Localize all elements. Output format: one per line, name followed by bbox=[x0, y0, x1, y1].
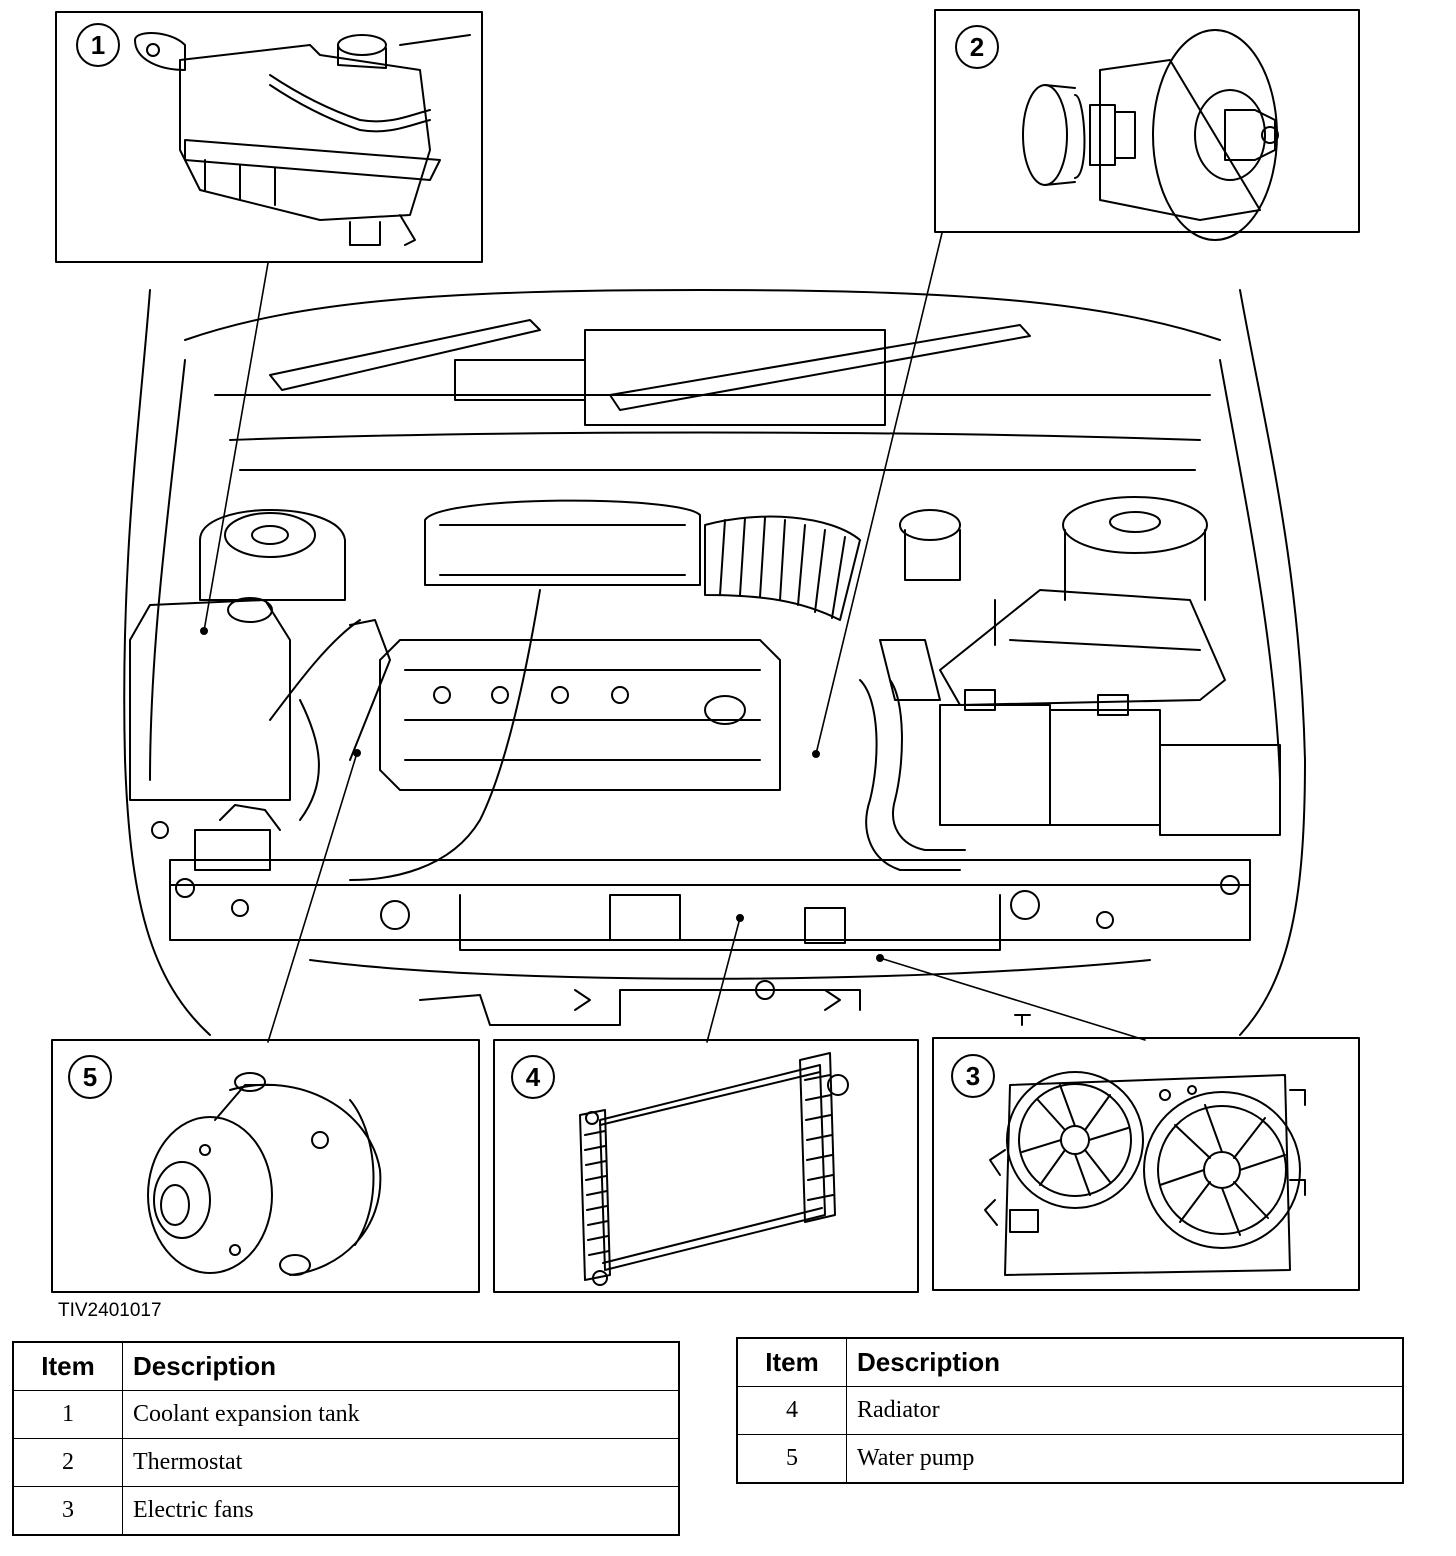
item-column-header: Item bbox=[12, 1341, 123, 1391]
table-row: 3 Electric fans bbox=[12, 1486, 680, 1536]
callout-badge-4 bbox=[511, 1055, 555, 1099]
figure-id: TIV2401017 bbox=[58, 1300, 162, 1321]
legend-table-left: Item Description 1 Coolant expansion tan… bbox=[12, 1341, 680, 1536]
item-number: 4 bbox=[736, 1386, 847, 1435]
callout-badge-2 bbox=[955, 25, 999, 69]
item-description: Water pump bbox=[846, 1434, 1404, 1484]
callout-number-3: 3 bbox=[966, 1061, 980, 1091]
callout-badge-1 bbox=[76, 23, 120, 67]
item-column-header: Item bbox=[736, 1337, 847, 1387]
legend-table-right: Item Description 4 Radiator 5 Water pump bbox=[736, 1337, 1404, 1484]
item-number: 1 bbox=[12, 1390, 123, 1439]
engine-bay-diagram: 1 2 bbox=[51, 9, 1360, 1293]
legend-header-row: Item Description bbox=[736, 1337, 1404, 1387]
description-column-header: Description bbox=[122, 1341, 680, 1391]
callout-number-4: 4 bbox=[526, 1062, 541, 1092]
item-number: 3 bbox=[12, 1486, 123, 1536]
callout-badge-5 bbox=[68, 1055, 112, 1099]
table-row: 2 Thermostat bbox=[12, 1438, 680, 1487]
callout-number-2: 2 bbox=[970, 32, 984, 62]
leader-lines bbox=[203, 232, 1146, 1043]
table-row: 1 Coolant expansion tank bbox=[12, 1390, 680, 1439]
table-row: 5 Water pump bbox=[736, 1434, 1404, 1484]
item-number: 5 bbox=[736, 1434, 847, 1484]
inset-panel-5: 5 bbox=[51, 1039, 480, 1293]
item-number: 2 bbox=[12, 1438, 123, 1487]
inset-panel-1: 1 bbox=[55, 11, 483, 263]
callout-badge-3 bbox=[951, 1054, 995, 1098]
inset-panel-3: 3 bbox=[932, 1037, 1360, 1291]
electric-fans-icon bbox=[984, 1071, 1306, 1276]
inset-panel-4: 4 bbox=[493, 1039, 919, 1293]
thermostat-icon bbox=[1022, 29, 1279, 241]
item-description: Radiator bbox=[846, 1386, 1404, 1435]
radiator-icon bbox=[579, 1052, 849, 1286]
callout-number-5: 5 bbox=[83, 1062, 97, 1092]
water-pump-icon bbox=[147, 1072, 382, 1276]
description-column-header: Description bbox=[846, 1337, 1404, 1387]
expansion-tank-icon bbox=[134, 32, 471, 246]
engine-bay-illustration bbox=[123, 289, 1306, 1036]
legend-header-row: Item Description bbox=[12, 1341, 680, 1391]
item-description: Coolant expansion tank bbox=[122, 1390, 680, 1439]
item-description: Thermostat bbox=[122, 1438, 680, 1487]
callout-number-1: 1 bbox=[91, 30, 105, 60]
inset-panel-2: 2 bbox=[934, 9, 1360, 241]
table-row: 4 Radiator bbox=[736, 1386, 1404, 1435]
item-description: Electric fans bbox=[122, 1486, 680, 1536]
